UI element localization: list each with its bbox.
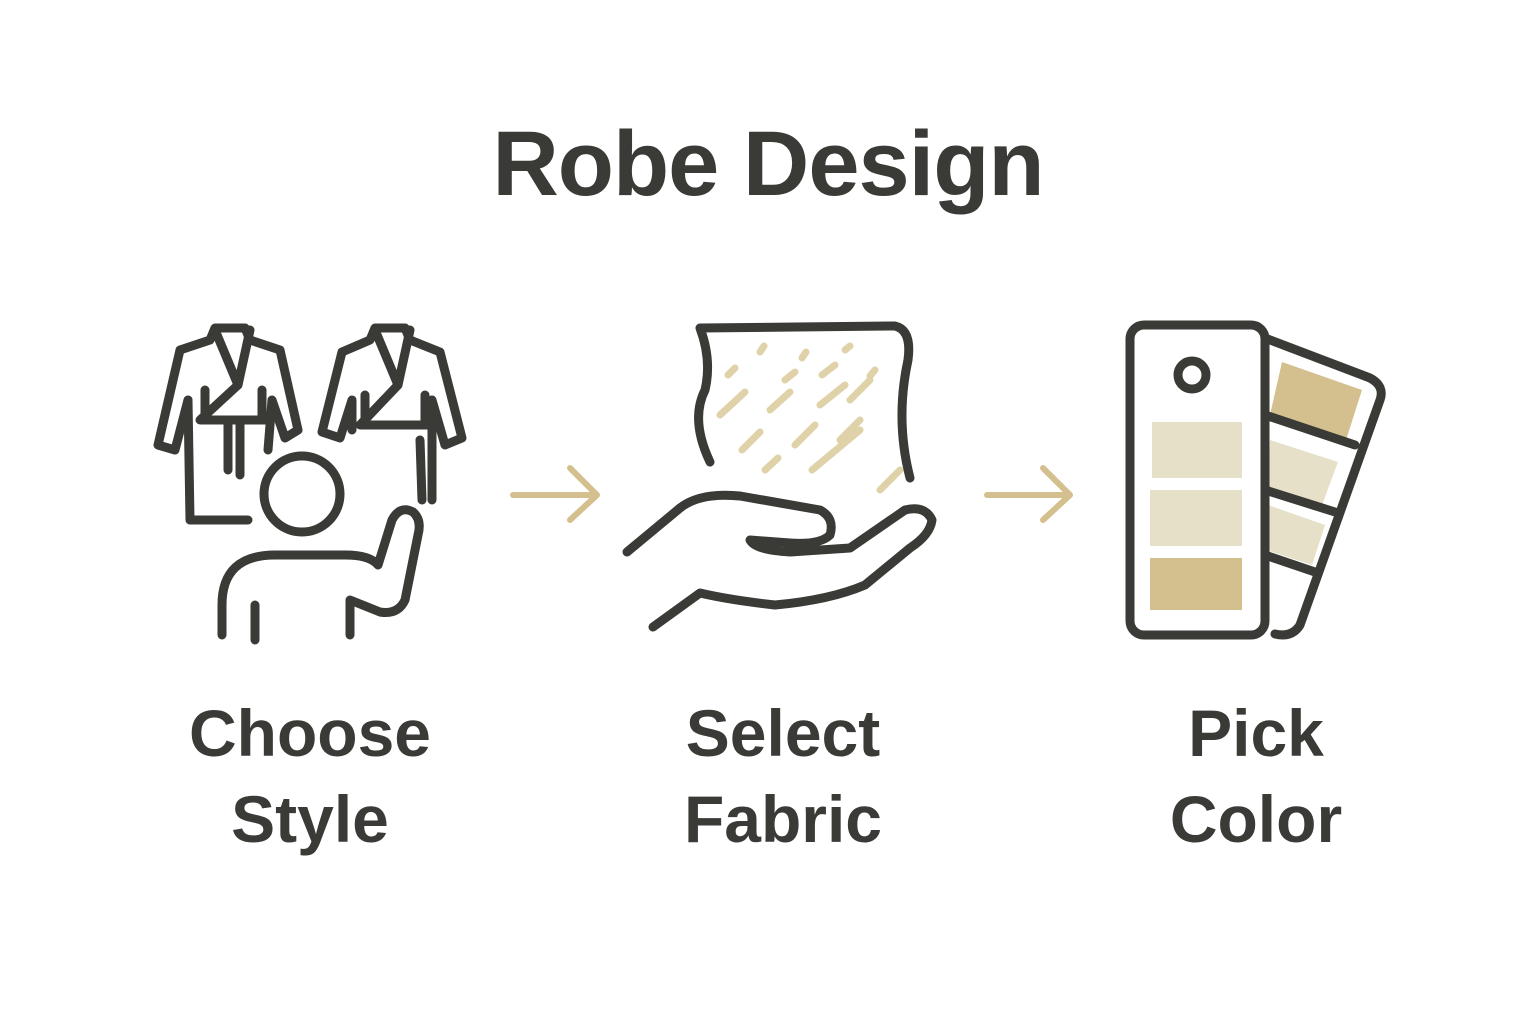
diagram-title: Robe Design [492, 113, 1044, 215]
step-select-fabric-label: Select Fabric [583, 690, 983, 862]
arrow-right-icon [984, 465, 1073, 523]
step-choose-style-label: Choose Style [110, 690, 510, 862]
label-line: Pick [1188, 696, 1324, 770]
hand-fabric-icon [622, 321, 937, 632]
robes-person-icon [153, 323, 467, 645]
label-line: Select [685, 696, 881, 770]
label-line: Fabric [683, 782, 883, 856]
label-line: Color [1169, 782, 1343, 856]
step-pick-color-label: Pick Color [1056, 690, 1456, 862]
arrow-right-icon [510, 465, 600, 523]
label-line: Style [231, 782, 389, 856]
label-line: Choose [188, 696, 432, 770]
color-swatch-icon [1125, 320, 1386, 640]
